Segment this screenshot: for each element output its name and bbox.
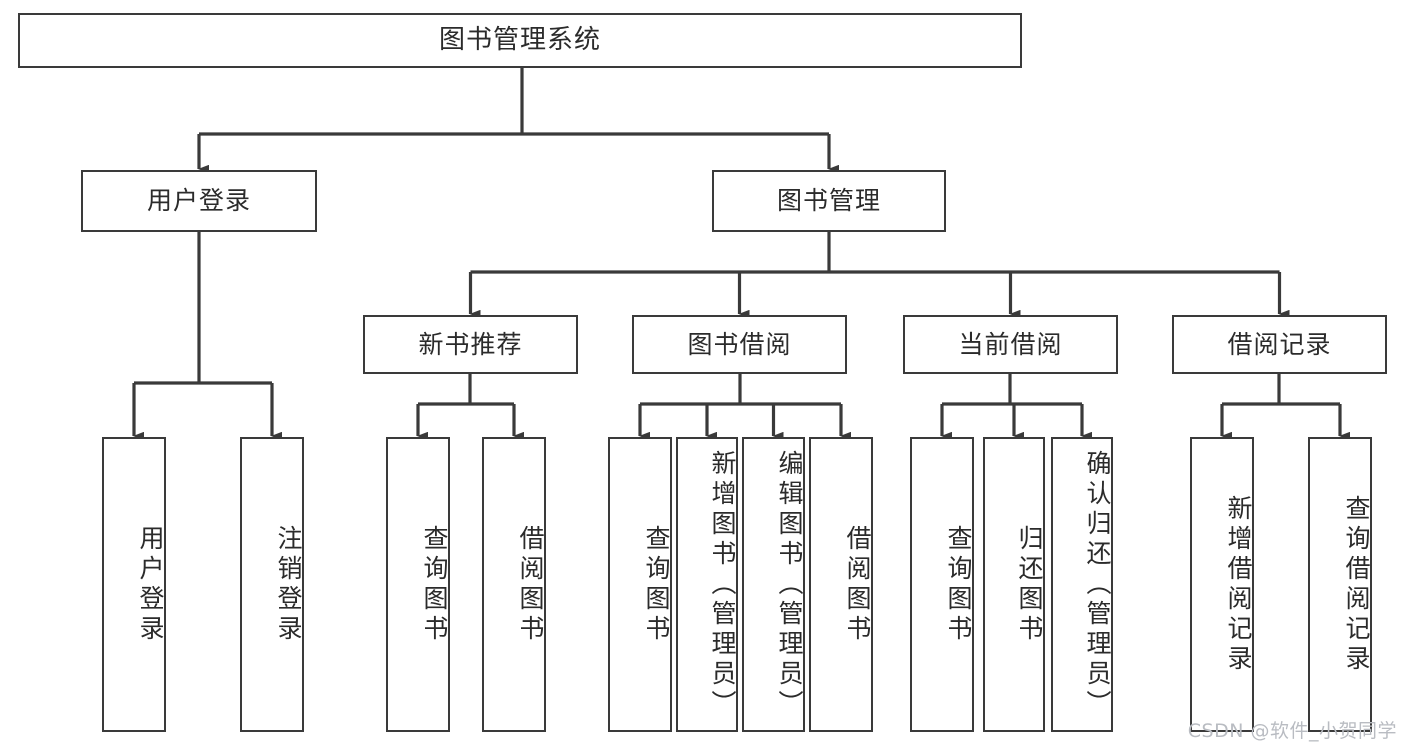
- node-label-leaf-query-book-current: 查询图书: [944, 524, 973, 645]
- node-label-leaf-return-book: 归还图书: [1015, 524, 1044, 645]
- node-leaf-edit-book[interactable]: 编辑图书（管理员）: [742, 437, 805, 732]
- node-borrow-record[interactable]: 借阅记录: [1172, 315, 1387, 374]
- node-leaf-add-borrow-record[interactable]: 新增借阅记录: [1190, 437, 1254, 732]
- node-label-leaf-user-login: 用户登录: [136, 524, 165, 645]
- node-leaf-borrow-book[interactable]: 借阅图书: [809, 437, 873, 732]
- node-label-borrow-record: 借阅记录: [1227, 329, 1332, 359]
- watermark-text: CSDN @软件_小贺同学: [1187, 720, 1397, 742]
- node-label-new-book-recommend: 新书推荐: [418, 329, 523, 359]
- node-leaf-query-book-current[interactable]: 查询图书: [910, 437, 974, 732]
- node-book-management[interactable]: 图书管理: [712, 170, 946, 232]
- node-leaf-user-login[interactable]: 用户登录: [102, 437, 166, 732]
- node-label-leaf-confirm-return: 确认归还（管理员）: [1083, 449, 1112, 720]
- node-label-leaf-query-book-recommend: 查询图书: [420, 524, 449, 645]
- node-leaf-logout[interactable]: 注销登录: [240, 437, 304, 732]
- node-user-login[interactable]: 用户登录: [81, 170, 317, 232]
- node-new-book-recommend[interactable]: 新书推荐: [363, 315, 578, 374]
- node-leaf-query-book-borrow[interactable]: 查询图书: [608, 437, 672, 732]
- node-label-book-borrow: 图书借阅: [687, 329, 792, 359]
- node-leaf-query-borrow-record[interactable]: 查询借阅记录: [1308, 437, 1372, 732]
- node-label-leaf-borrow-book: 借阅图书: [843, 524, 872, 645]
- node-label-leaf-edit-book: 编辑图书（管理员）: [775, 449, 804, 720]
- node-label-leaf-logout: 注销登录: [274, 524, 303, 645]
- root-title: 图书管理系统: [438, 25, 601, 56]
- node-label-book-management: 图书管理: [776, 186, 881, 216]
- node-book-borrow[interactable]: 图书借阅: [632, 315, 847, 374]
- node-label-leaf-borrow-book-recommend: 借阅图书: [516, 524, 545, 645]
- node-label-leaf-query-book-borrow: 查询图书: [642, 524, 671, 645]
- node-label-leaf-add-borrow-record: 新增借阅记录: [1224, 494, 1253, 675]
- edges-group: [132, 68, 1350, 441]
- node-label-current-borrow: 当前借阅: [958, 329, 1063, 359]
- node-root[interactable]: 图书管理系统: [18, 13, 1022, 68]
- node-leaf-query-book-recommend[interactable]: 查询图书: [386, 437, 450, 732]
- node-label-user-login: 用户登录: [146, 186, 251, 216]
- node-leaf-confirm-return[interactable]: 确认归还（管理员）: [1051, 437, 1113, 732]
- node-label-leaf-query-borrow-record: 查询借阅记录: [1342, 494, 1371, 675]
- node-leaf-borrow-book-recommend[interactable]: 借阅图书: [482, 437, 546, 732]
- node-leaf-return-book[interactable]: 归还图书: [983, 437, 1045, 732]
- node-leaf-add-book[interactable]: 新增图书（管理员）: [676, 437, 738, 732]
- node-label-leaf-add-book: 新增图书（管理员）: [708, 449, 737, 720]
- node-current-borrow[interactable]: 当前借阅: [903, 315, 1118, 374]
